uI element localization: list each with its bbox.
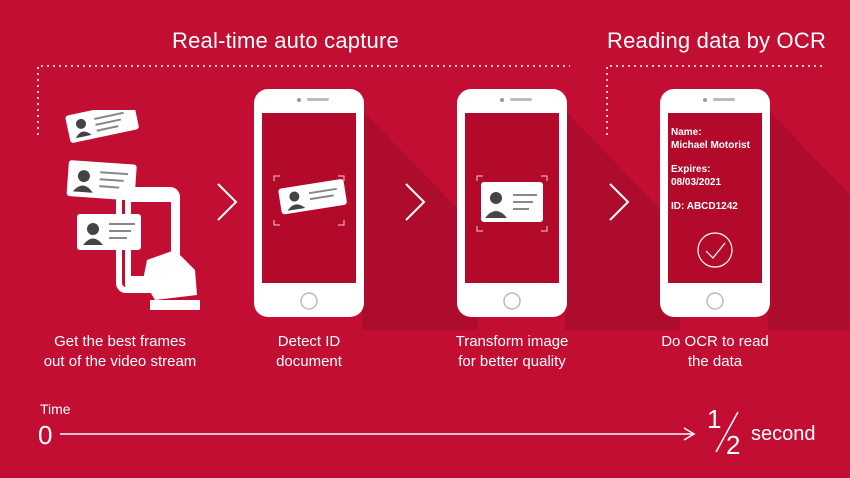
ocr-expires-value: 08/03/2021 [671,177,722,188]
capture-heading: Real-time auto capture [172,28,399,53]
ocr-name-value: Michael Motorist [671,140,750,151]
step-caption-line: Get the best frames [54,333,186,350]
id-card-icon [481,182,543,222]
phone-detect [254,89,364,317]
timeline-start: 0 [38,420,53,450]
timeline-unit: second [751,423,816,445]
step-caption-line: Detect ID [277,333,341,350]
chevron-right-icon [405,183,426,221]
id-card-icon [77,214,141,250]
step-caption-1: Get the best frames out of the video str… [30,332,210,372]
ocr-result-text: Name: Michael Motorist Expires: 08/03/20… [671,126,750,213]
step-caption-line: the data [687,353,743,370]
phone-shadow [565,110,680,330]
phone-transform [457,89,567,317]
home-button-icon [300,292,318,310]
id-card-icon [65,110,139,143]
id-card-icon [66,160,137,201]
ocr-heading: Reading data by OCR [607,28,827,53]
id-card-icon [278,179,347,215]
ocr-id-line: ID: ABCD1242 [671,201,738,212]
arrow-right-icon [60,427,696,441]
timeline-label: Time [40,401,71,417]
phone-shadow [768,110,850,330]
home-button-icon [503,292,521,310]
step-caption-3: Transform image for better quality [442,332,582,372]
timeline-fraction-denominator: 2 [726,430,741,460]
chevron-right-icon [217,183,238,221]
step-caption-line: out of the video stream [43,353,197,370]
home-button-icon [706,292,724,310]
fraction-slash [715,411,739,453]
phone-shadow [362,110,478,330]
step-caption-line: Transform image [455,333,569,350]
timeline-fraction-numerator: 1 [707,404,722,434]
step-caption-line: document [276,353,342,370]
step-caption-2: Detect ID document [249,332,369,372]
chevron-right-icon [609,183,630,221]
step-caption-line: Do OCR to read [661,333,769,350]
step-caption-line: for better quality [458,353,566,370]
ocr-expires-label: Expires: [671,164,711,175]
checkmark-icon [697,232,733,268]
phone-ocr [660,89,770,317]
hand-phone-illustration [65,110,200,310]
ocr-name-label: Name: [671,127,702,138]
step-caption-4: Do OCR to read the data [650,332,780,372]
